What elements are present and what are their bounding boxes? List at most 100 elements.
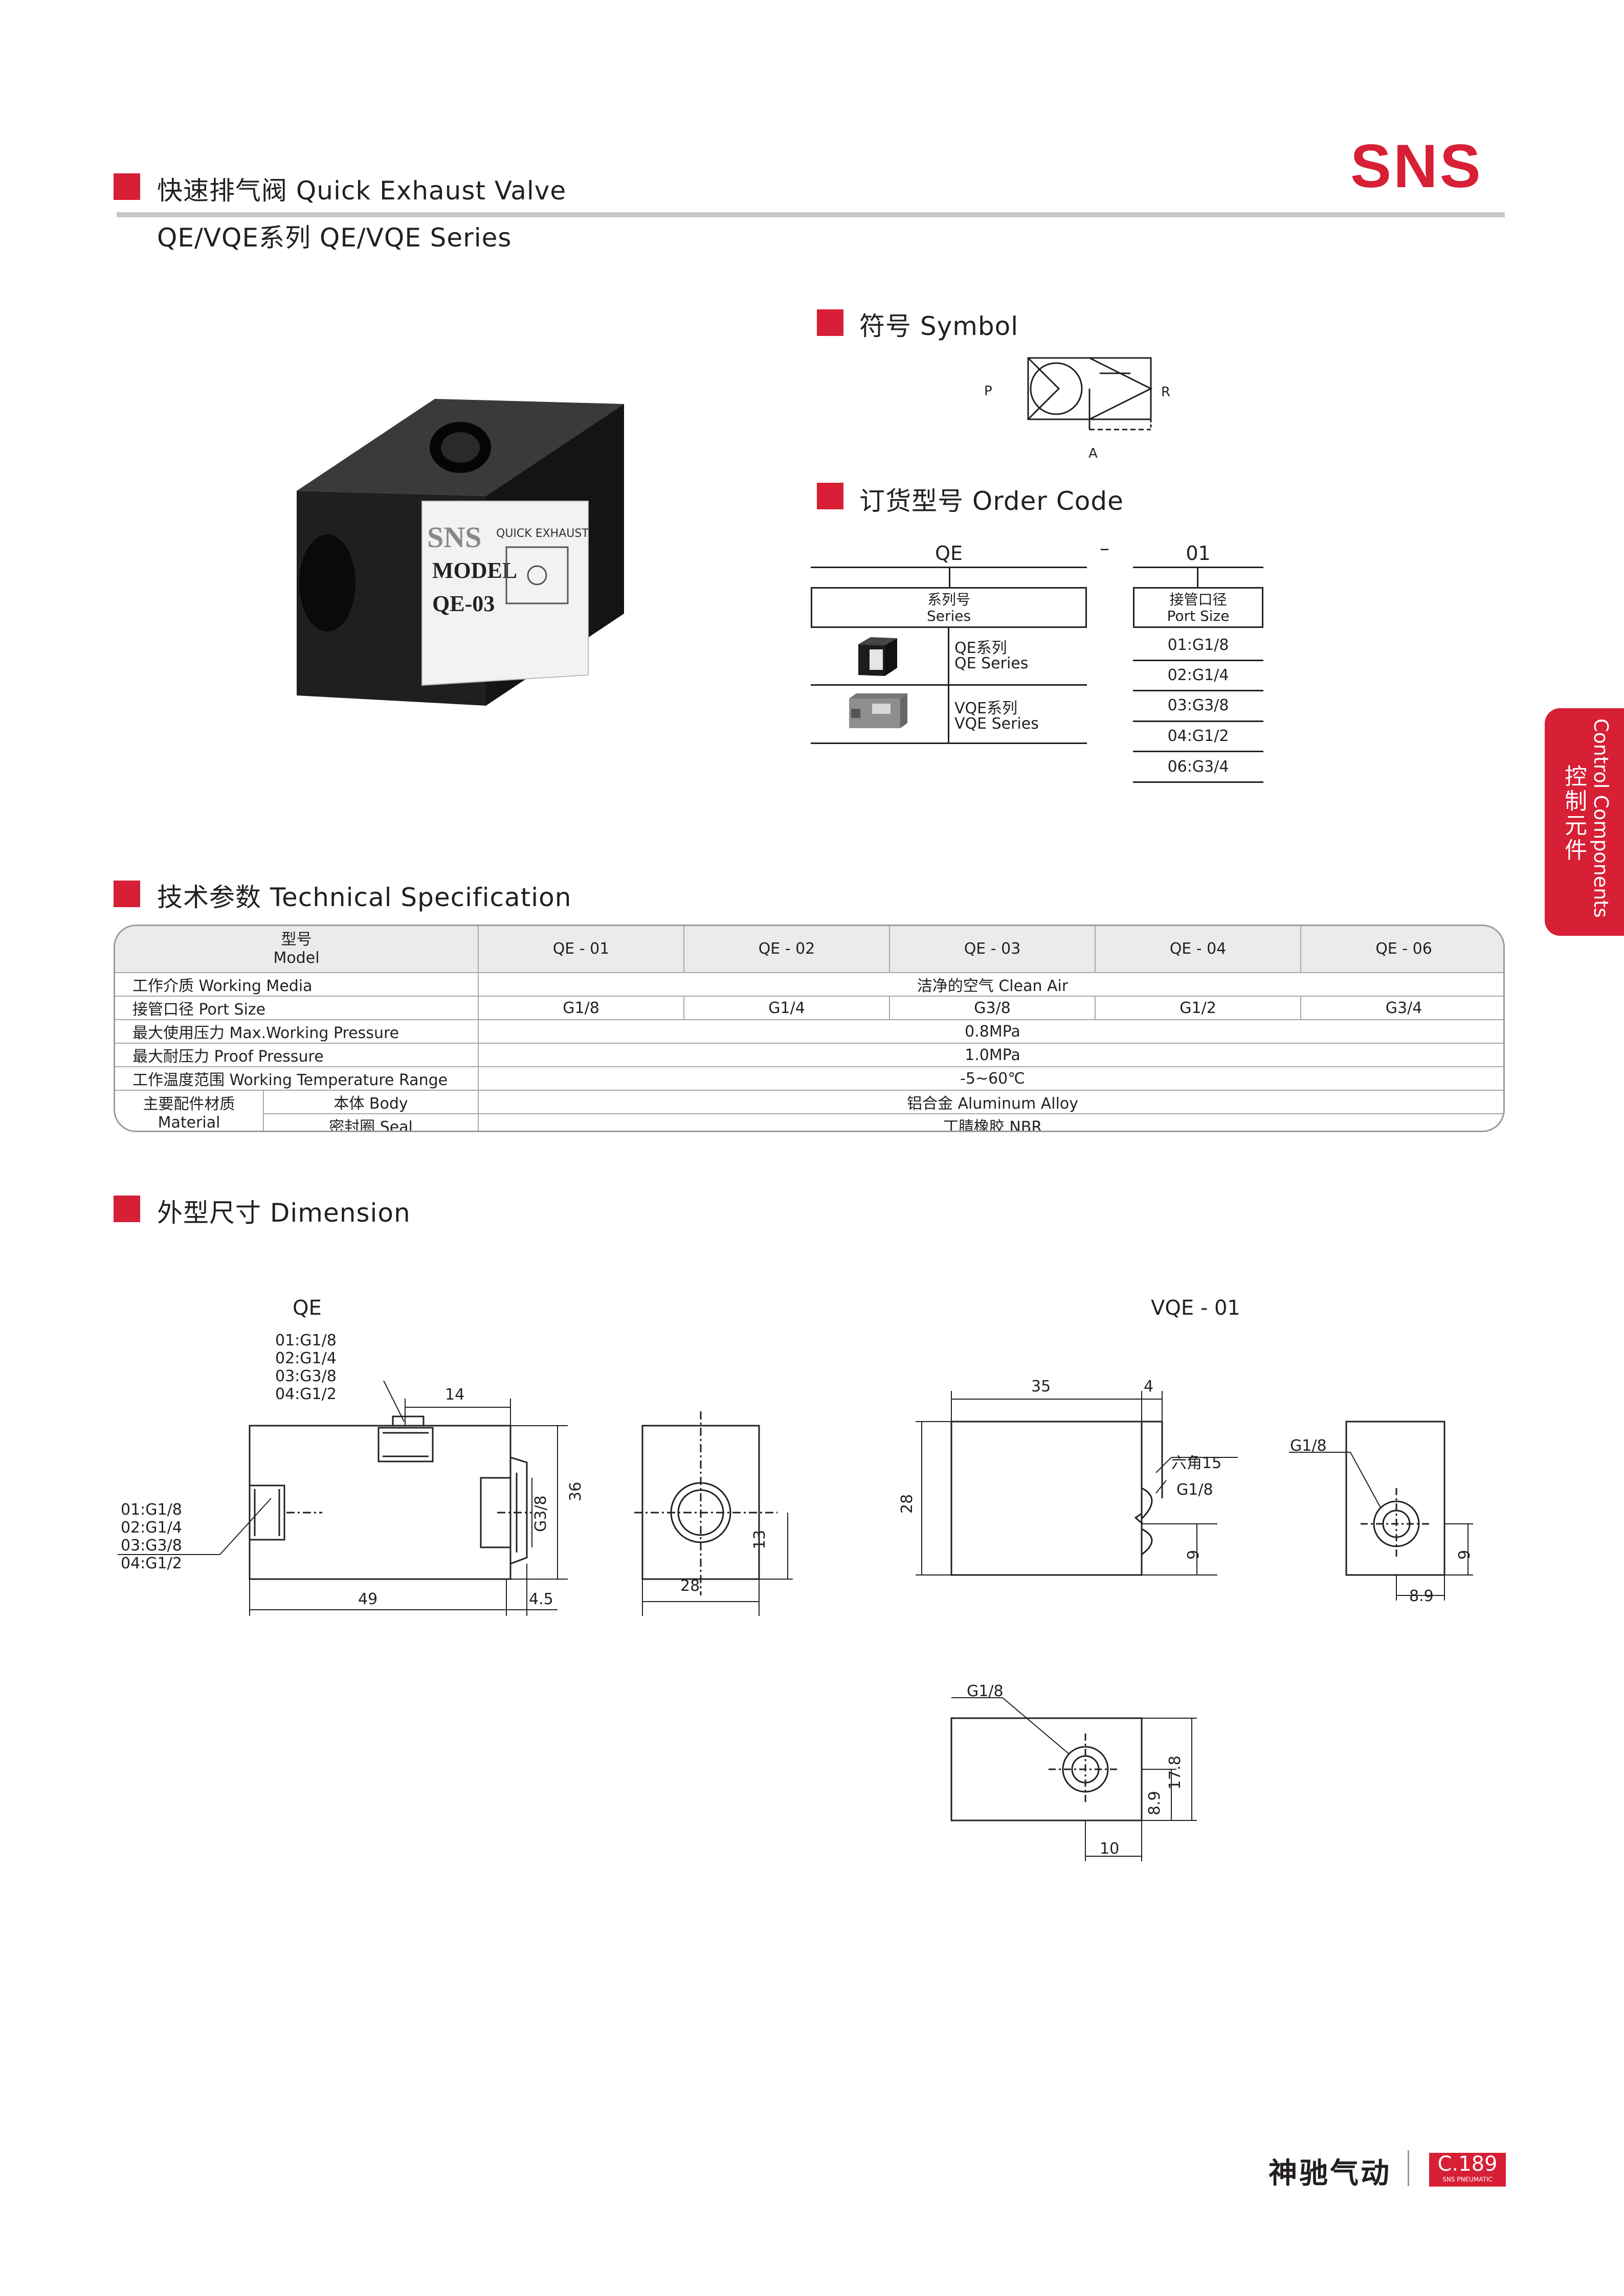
row-label: 接管口径 Port Size <box>115 996 479 1020</box>
material-en: Material <box>158 1113 220 1132</box>
dim-4-5: 4.5 <box>529 1590 553 1608</box>
spec-heading: 技术参数 Technical Specification <box>157 883 572 912</box>
model-header-en: Model <box>273 949 320 967</box>
material-cn: 主要配件材质 <box>143 1095 235 1113</box>
spec-header-row: 型号 Model QE - 01 QE - 02 QE - 03 QE - 04… <box>115 926 1503 973</box>
dim-10: 10 <box>1100 1840 1120 1858</box>
qe-drawing-title: QE <box>293 1296 322 1320</box>
dim-36: 36 <box>567 1481 585 1501</box>
photo-model: MODEL <box>432 558 517 583</box>
section-marker <box>114 881 140 907</box>
photo-model-no: QE-03 <box>432 591 495 616</box>
model-col: QE - 01 <box>478 926 685 973</box>
dim-28-vqe: 28 <box>898 1494 916 1514</box>
series-row-line <box>811 684 1087 686</box>
section-marker <box>817 309 843 336</box>
table-row: 接管口径 Port Size G1/8 G1/4 G3/8 G1/2 G3/4 <box>115 996 1503 1020</box>
section-marker <box>114 173 140 200</box>
vqe-dimension-drawing <box>900 1370 1494 1861</box>
row-value: 0.8MPa <box>478 1019 1503 1044</box>
symbol-port-r: R <box>1161 385 1171 400</box>
order-code-dash: – <box>1100 537 1109 559</box>
dim-49: 49 <box>358 1590 378 1608</box>
series-row-line <box>811 742 1087 744</box>
dim-8-9-b: 8.9 <box>1146 1791 1164 1815</box>
model-col: QE - 03 <box>889 926 1096 973</box>
vqe-thumbnail <box>844 688 910 734</box>
model-header-cn: 型号 <box>281 931 312 949</box>
header-rule <box>117 212 1505 217</box>
row-value: 丁腈橡胶 NBR <box>478 1113 1503 1131</box>
model-header: 型号 Model <box>115 926 479 973</box>
dim-13: 13 <box>751 1529 769 1549</box>
row-value: G1/8 <box>478 996 685 1020</box>
model-col: QE - 06 <box>1300 926 1503 973</box>
footer-company: 神驰气动 <box>1269 2157 1391 2190</box>
series-vqe-en: VQE Series <box>954 715 1039 733</box>
port-option: 06:G3/4 <box>1167 758 1229 776</box>
series-box-en: Series <box>926 607 971 624</box>
dim-g1-8-a: G1/8 <box>1176 1481 1213 1499</box>
series-qe-cn: QE系列 <box>954 639 1007 657</box>
page-title: 快速排气阀 Quick Exhaust Valve <box>157 176 567 206</box>
dim-g3-8: G3/8 <box>532 1495 550 1532</box>
table-row: 密封圈 Seal 丁腈橡胶 NBR <box>115 1113 1503 1131</box>
symbol-port-a: A <box>1088 446 1098 461</box>
order-code-heading: 订货型号 Order Code <box>859 486 1124 516</box>
symbol-heading: 符号 Symbol <box>859 311 1019 341</box>
valve-symbol <box>972 353 1187 470</box>
dim-8-9: 8.9 <box>1409 1587 1434 1605</box>
table-row: 工作温度范围 Working Temperature Range -5~60℃ <box>115 1066 1503 1091</box>
dim-9-side: 9 <box>1456 1549 1474 1560</box>
photo-brand: SNS <box>427 521 481 554</box>
qe-dimension-drawing <box>107 1380 803 1617</box>
order-code-left: QE <box>935 542 963 565</box>
row-value: G3/4 <box>1300 996 1503 1020</box>
order-code-right: 01 <box>1186 542 1211 565</box>
footer-page-box: C.189 SNS PNEUMATIC <box>1429 2153 1506 2187</box>
port-option: 03:G3/8 <box>1167 696 1229 714</box>
row-label: 最大使用压力 Max.Working Pressure <box>115 1019 479 1044</box>
row-value: 洁净的空气 Clean Air <box>478 972 1503 997</box>
dim-9: 9 <box>1185 1549 1203 1560</box>
section-marker <box>114 1196 140 1222</box>
qe-top-port-note: 01:G1/8 02:G1/4 03:G3/8 04:G1/2 <box>275 1332 337 1403</box>
series-box: 系列号 Series <box>811 587 1087 628</box>
row-value: G1/2 <box>1095 996 1302 1020</box>
brand-logo: SNS <box>1350 132 1483 200</box>
series-qe-en: QE Series <box>954 655 1029 672</box>
row-value: G3/8 <box>889 996 1096 1020</box>
side-tab-cn: 控制元件 <box>1561 764 1587 863</box>
spec-table: 型号 Model QE - 01 QE - 02 QE - 03 QE - 04… <box>114 925 1505 1132</box>
qe-side-port-note: 01:G1/8 02:G1/4 03:G3/8 04:G1/2 <box>121 1501 182 1572</box>
qe-thumbnail <box>854 634 900 680</box>
port-row-line <box>1133 721 1263 722</box>
port-row-line <box>1133 781 1263 783</box>
row-value: -5~60℃ <box>478 1066 1503 1091</box>
port-box-cn: 接管口径 <box>1169 591 1227 608</box>
dim-14: 14 <box>445 1386 465 1404</box>
row-value: 铝合金 Aluminum Alloy <box>478 1090 1503 1114</box>
table-row: 最大耐压力 Proof Pressure 1.0MPa <box>115 1043 1503 1067</box>
footer-page: C.189 <box>1437 2152 1498 2176</box>
row-label: 工作温度范围 Working Temperature Range <box>115 1066 479 1091</box>
series-vqe-cn: VQE系列 <box>954 700 1018 717</box>
vqe-drawing-title: VQE - 01 <box>1151 1296 1240 1320</box>
dim-g1-8-b: G1/8 <box>1290 1437 1327 1455</box>
footer-divider <box>1408 2150 1409 2186</box>
series-divider <box>948 628 949 744</box>
row-value: G1/4 <box>683 996 891 1020</box>
port-option: 02:G1/4 <box>1167 666 1229 684</box>
port-option: 01:G1/8 <box>1167 636 1229 654</box>
port-row-line <box>1133 660 1263 661</box>
series-box-cn: 系列号 <box>927 591 970 608</box>
port-option: 04:G1/2 <box>1167 727 1229 745</box>
dim-g1-8-c: G1/8 <box>967 1682 1004 1700</box>
dim-17-8: 17.8 <box>1166 1755 1184 1790</box>
model-col: QE - 02 <box>683 926 891 973</box>
section-marker <box>817 483 843 509</box>
port-size-box: 接管口径 Port Size <box>1133 587 1263 628</box>
table-row: 主要配件材质 Material 本体 Body 铝合金 Aluminum All… <box>115 1090 1503 1131</box>
port-row-line <box>1133 751 1263 752</box>
category-side-tab[interactable]: Control Components 控制元件 <box>1545 708 1624 936</box>
